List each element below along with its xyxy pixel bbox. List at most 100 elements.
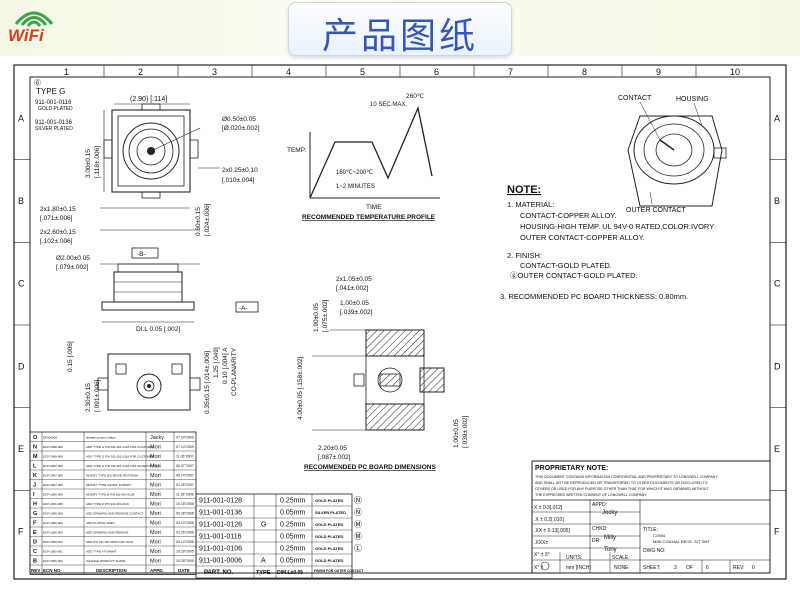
row-label-left-D: D — [18, 361, 25, 371]
dim-hole-in: [Ø.020±.002] — [222, 125, 260, 132]
sheet-label: SHEET: — [643, 565, 661, 571]
grid-ticks — [14, 65, 786, 491]
svg-text:TYPE: TYPE — [256, 570, 271, 576]
svg-text:0.25mm: 0.25mm — [280, 498, 305, 505]
dim-b-in: [.102±.006] — [40, 238, 73, 245]
proprietary-text-3: OTHERS OR USED FOR ANY PURPOSE OTHER THA… — [535, 487, 710, 491]
svg-text:Mori: Mori — [150, 502, 161, 508]
note-3: 3. RECOMMENDED PC BOARD THICKNESS: 0.80m… — [500, 292, 688, 301]
note-1a: CONTACT-COPPER ALLOY. — [520, 211, 616, 220]
proprietary-text-4: THE EXPRESSED WRITTEN CONSENT OF LONGWEL… — [535, 493, 647, 497]
row-label-right-B: B — [774, 196, 780, 206]
svg-text:Mori: Mori — [150, 483, 161, 489]
svg-text:ECP-2006-003: ECP-2006-003 — [43, 531, 63, 535]
tol-1: X ± 0.3[.012] — [534, 505, 563, 511]
svg-text:A: A — [261, 558, 266, 565]
title-label: TITLE: — [643, 527, 658, 533]
datum-b: -B- — [137, 251, 146, 258]
projection-symbol-icon — [540, 561, 550, 571]
dim-b: 2x2.60±0.15 — [40, 229, 76, 236]
dim-a-in: [.071±.006] — [40, 215, 73, 222]
notes-block: NOTE: 1. MATERIAL: CONTACT-COPPER ALLOY.… — [500, 184, 714, 301]
rev-value: 0 — [752, 565, 755, 571]
pcb-w2-in: [.039±.002] — [340, 309, 373, 316]
column-label-3: 3 — [212, 67, 217, 77]
svg-text:ADD TYPE D P/N 911-001-0116: ADD TYPE D P/N 911-001-0116 — [86, 502, 129, 506]
soak-temp: 160℃~200℃ — [336, 170, 373, 176]
svg-text:O: O — [33, 435, 38, 441]
svg-text:Mori: Mori — [150, 511, 161, 517]
svg-text:Mori: Mori — [150, 549, 161, 555]
svg-text:0.05mm: 0.05mm — [280, 558, 305, 565]
svg-text:MODIFY TYPE B P/N 911-001-0128: MODIFY TYPE B P/N 911-001-0128 — [86, 493, 135, 497]
svg-text:K: K — [33, 473, 37, 479]
svg-text:911-001-0106: 911-001-0106 — [199, 546, 242, 553]
svg-text:06.14"2007: 06.14"2007 — [176, 474, 194, 478]
peak-temp: 260℃ — [406, 93, 425, 100]
dim-d: Ø2.00±0.05 — [56, 255, 90, 262]
of-value: 6 — [706, 565, 709, 571]
svg-text:04.13"2006: 04.13"2006 — [176, 521, 194, 525]
dim-height-in: [.118±.006] — [94, 146, 101, 178]
column-label-2: 2 — [138, 67, 143, 77]
column-label-6: 6 — [434, 67, 439, 77]
svg-text:J: J — [33, 483, 36, 489]
dim-hole: Ø0.50±0.05 — [222, 116, 256, 123]
chkd-label: CHKD: — [592, 526, 608, 532]
svg-text:Mori: Mori — [150, 559, 161, 565]
part-no-2: 911-001-0136 — [35, 120, 73, 126]
note-2b: ⓖOUTER CONTACT-GOLD PLATED. — [510, 271, 638, 280]
row-label-right-D: D — [774, 361, 781, 371]
dim-width: (2.90) [.114] — [130, 96, 167, 103]
row-label-right-E: E — [774, 444, 780, 454]
svg-text:M: M — [33, 454, 38, 460]
svg-text:ADD TYPE A FORMAT: ADD TYPE A FORMAT — [86, 550, 117, 554]
note-1c: OUTER CONTACT-COPPER ALLOY. — [520, 233, 645, 242]
units-label: UNITS: — [566, 555, 582, 561]
svg-text:GOLD PLATED: GOLD PLATED — [315, 558, 343, 563]
svg-text:ADD DRAWING AND REMOVE CONTACT: ADD DRAWING AND REMOVE CONTACT — [86, 512, 144, 516]
row-label-right-F: F — [774, 527, 780, 537]
temp-profile-caption: RECOMMENDED TEMPERATURE PROFILE — [302, 214, 436, 221]
svg-text:L: L — [33, 464, 37, 470]
svg-text:07.14"2009: 07.14"2009 — [176, 436, 194, 440]
svg-text:B: B — [33, 559, 37, 565]
column-label-10: 10 — [730, 67, 740, 77]
pcb-w1-in: [.041±.002] — [336, 285, 369, 292]
svg-text:Ⓝ: Ⓝ — [354, 508, 362, 517]
iso-contact-label: CONTACT — [618, 95, 652, 102]
pcb-caption: RECOMMENDED PC BOARD DIMENSIONS — [304, 464, 436, 471]
row-label-left-F: F — [18, 527, 24, 537]
pcb-w1: 2x1.05±0.05 — [336, 276, 372, 283]
note-2: 2. FINISH: — [507, 251, 542, 260]
svg-text:Mori: Mori — [150, 445, 161, 451]
svg-text:PART. NO.: PART. NO. — [204, 570, 234, 576]
pcb-h4: 1.00±0.05 — [453, 419, 460, 448]
svg-text:GOLD PLATED: GOLD PLATED — [315, 498, 343, 503]
svg-text:09.28"2006: 09.28"2006 — [176, 512, 194, 516]
svg-text:I: I — [33, 492, 35, 498]
svg-text:ADD TYPE G P/N 911-001-0106 FO: ADD TYPE G P/N 911-001-0106 FOR SILVER P… — [86, 464, 161, 468]
part-finish-1: GOLD PLATED — [38, 106, 73, 112]
svg-text:Mori: Mori — [150, 540, 161, 546]
svg-text:ECP-2005-001: ECP-2005-001 — [43, 550, 63, 554]
svg-text:ADD P/N 911-001-0006 FOR TOOL: ADD P/N 911-001-0006 FOR TOOL — [86, 540, 134, 544]
svg-text:change product shape: change product shape — [86, 436, 116, 440]
svg-text:ECP-2007-006: ECP-2007-006 — [43, 483, 63, 487]
svg-text:11.28"2006: 11.28"2006 — [176, 493, 194, 497]
dim-g: 0.35±0.15 [.014±.006] — [204, 351, 211, 414]
datum-a: -A- — [239, 305, 248, 312]
svg-text:0.25mm: 0.25mm — [280, 522, 305, 529]
soak-time: 1~2 MINUTES — [336, 184, 375, 190]
